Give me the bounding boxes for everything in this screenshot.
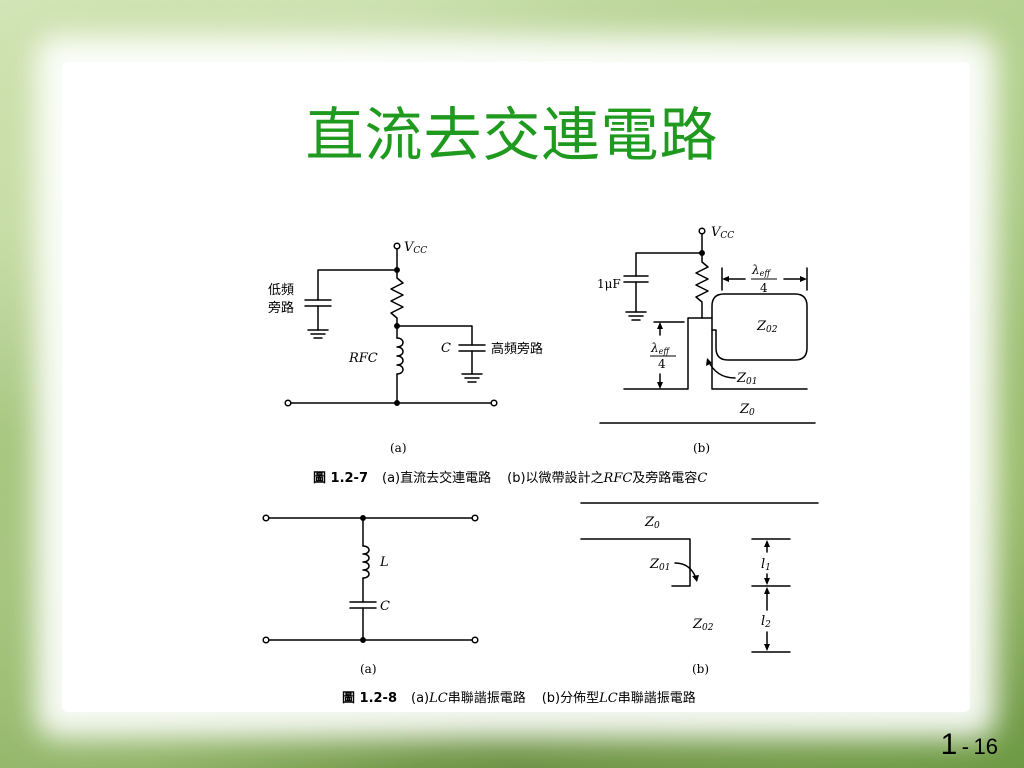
fig128-caption: 圖 1.2-8(a)LC串聯諧振電路(b)分佈型LC串聯諧振電路	[342, 690, 696, 706]
fig128a-l-label: L	[379, 555, 389, 570]
fig127a-node-bottom	[394, 400, 400, 406]
fig128b-l1-label: l1	[761, 557, 771, 573]
fig127a-node-mid	[394, 323, 400, 329]
fig128a-node-bottom	[360, 637, 366, 643]
fig127b-dim-arrow-left	[722, 276, 729, 282]
fig128a-node-top	[360, 515, 366, 521]
fig127b-lambda-left: λeff	[650, 341, 670, 356]
page-number-separator: -	[961, 734, 970, 759]
fig127b-dim-arrow-right	[800, 276, 807, 282]
content-panel	[62, 62, 970, 712]
fig127b-dim-arrow-up	[657, 322, 663, 329]
fig127a-panel-label: (a)	[390, 441, 407, 455]
fig128a-c-label: C	[380, 599, 390, 614]
fig127b-circuit	[599, 227, 816, 424]
fig128b-l2-label: l2	[761, 614, 771, 630]
fig127a-rfc-label: RFC	[348, 351, 378, 366]
fig127b-z0-label: Z0	[739, 402, 755, 418]
fig128b-dim-arrow-2	[764, 578, 770, 585]
fig127b-lambda-top: λeff	[751, 263, 771, 278]
page-number-current: 1	[940, 728, 958, 761]
fig127b-z01-arrowhead	[706, 358, 712, 366]
fig128b-z02-label: Z02	[692, 617, 714, 633]
fig128b-dim-arrow-1	[764, 540, 770, 547]
fig127a-circuit	[284, 242, 498, 407]
fig127-caption: 圖 1.2-7(a)直流去交連電路(b)以微帶設計之RFC及旁路電容C	[313, 470, 707, 486]
fig127a-vcc-label: VCC	[404, 240, 427, 256]
fig127a-node-top	[394, 267, 400, 273]
fig128b-dim-arrow-4	[764, 644, 770, 651]
fig128b-z01-label: Z01	[649, 557, 671, 573]
fig127a-c-label: C	[441, 341, 451, 356]
slide-title: 直流去交連電路	[305, 101, 719, 169]
fig127b-node	[699, 250, 705, 256]
fig127b-lambda-top-den: 4	[760, 281, 768, 295]
fig128b-panel-label: (b)	[692, 662, 709, 676]
fig128a-circuit	[262, 514, 479, 644]
fig127a-low-bypass-label-2: 旁路	[268, 300, 294, 316]
fig127b-lambda-left-den: 4	[658, 357, 666, 371]
fig127b-panel-label: (b)	[693, 441, 710, 455]
fig127b-vcc-label: VCC	[711, 225, 734, 241]
fig127b-cap-label: 1μF	[597, 277, 621, 291]
fig127b-z02-label: Z02	[756, 319, 778, 335]
fig127b-dim-arrow-down	[657, 382, 663, 389]
fig127a-low-bypass-label-1: 低頻	[268, 283, 294, 298]
fig128b-dim-arrow-3	[764, 587, 770, 594]
fig128b-z0-label: Z0	[644, 515, 660, 531]
fig128a-panel-label: (a)	[360, 662, 377, 676]
fig127b-z01-label: Z01	[736, 371, 758, 387]
page-number: 1 - 16	[941, 728, 998, 762]
fig127a-high-bypass-label: 高頻旁路	[491, 341, 543, 357]
fig128b-z01-arrowhead	[692, 575, 699, 582]
page-number-total: 16	[973, 734, 998, 759]
fig128b-circuit	[580, 502, 819, 653]
